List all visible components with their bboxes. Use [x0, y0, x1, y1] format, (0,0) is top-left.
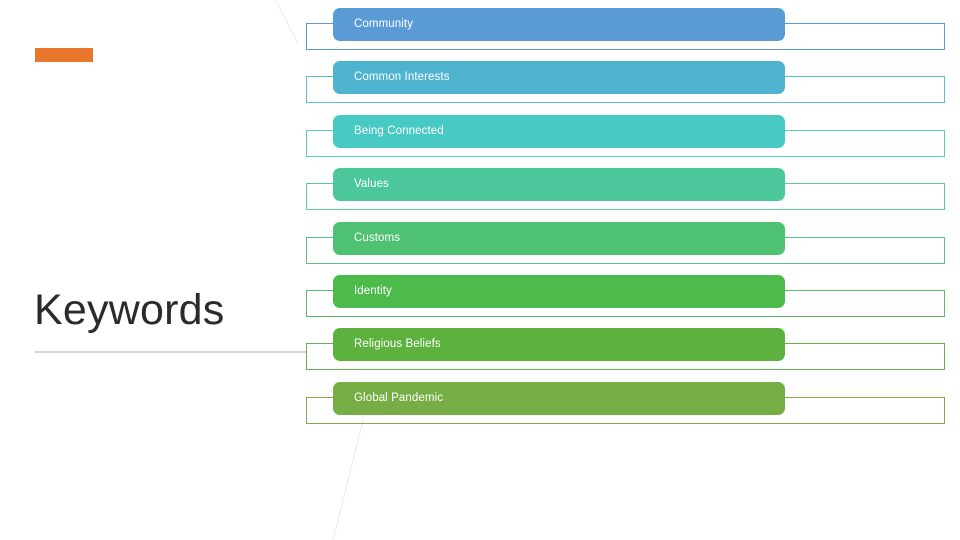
keyword-label: Values	[354, 178, 389, 191]
keyword-row: Customs	[0, 214, 960, 267]
keyword-label: Common Interests	[354, 71, 450, 84]
keyword-row: Being Connected	[0, 107, 960, 160]
keyword-label: Religious Beliefs	[354, 338, 441, 351]
keyword-label: Global Pandemic	[354, 391, 444, 404]
keyword-chip[interactable]: Global Pandemic	[333, 381, 785, 415]
keyword-row: Global Pandemic	[0, 374, 960, 427]
keyword-chip[interactable]: Identity	[333, 275, 785, 308]
keyword-label: Identity	[354, 285, 392, 297]
keyword-chip[interactable]: Religious Beliefs	[333, 328, 785, 362]
orange-accent-bar	[35, 48, 93, 62]
keyword-chip[interactable]: Being Connected	[333, 114, 785, 148]
keyword-row: Religious Beliefs	[0, 320, 960, 373]
keyword-label: Being Connected	[354, 124, 444, 137]
keyword-chip[interactable]: Community	[333, 8, 785, 41]
title-underline-rule	[35, 351, 307, 353]
keyword-label: Community	[354, 18, 414, 30]
keyword-chip[interactable]: Customs	[333, 221, 785, 255]
keyword-row: Values	[0, 160, 960, 213]
page-title: Keywords	[34, 286, 225, 334]
keyword-row: Community	[0, 0, 960, 53]
keyword-chip[interactable]: Common Interests	[333, 61, 785, 95]
keyword-label: Customs	[354, 231, 401, 244]
keyword-row: Common Interests	[0, 53, 960, 106]
keyword-row: Identity	[0, 267, 960, 320]
keyword-chip[interactable]: Values	[333, 168, 785, 202]
